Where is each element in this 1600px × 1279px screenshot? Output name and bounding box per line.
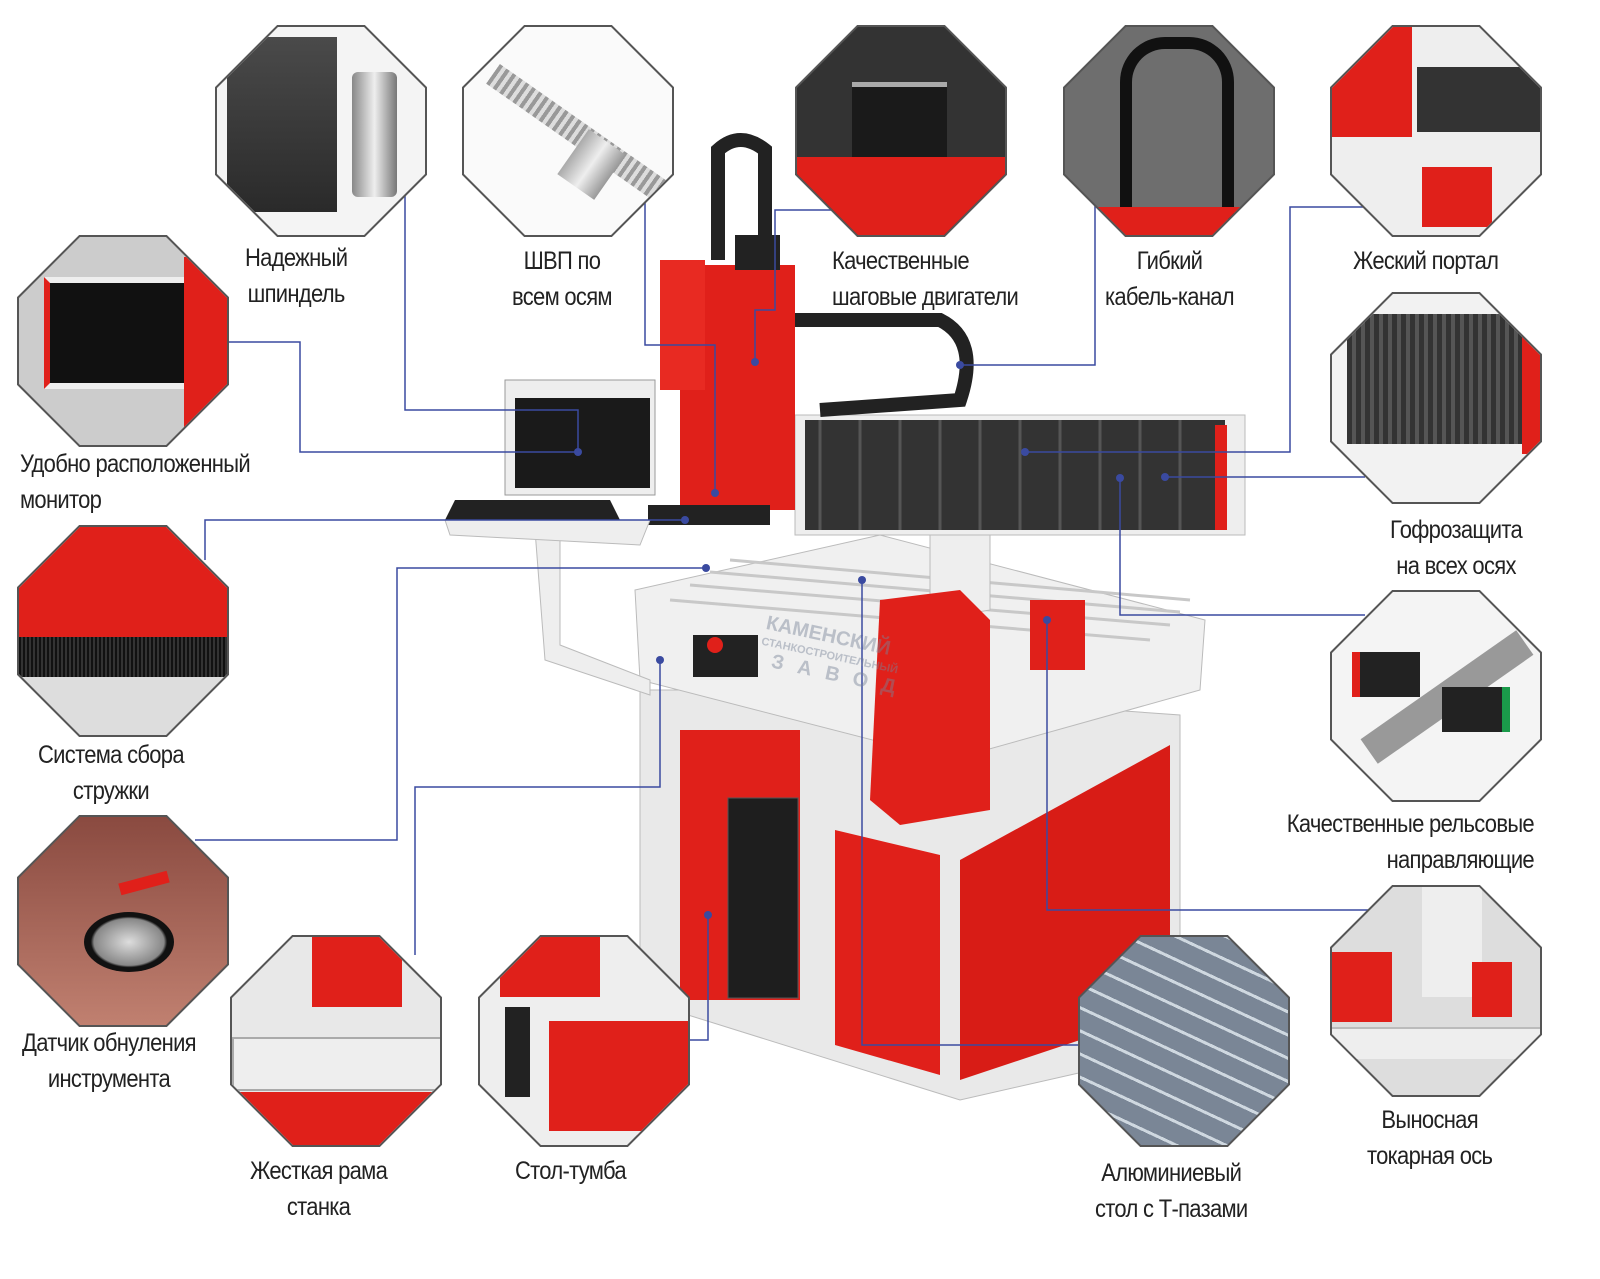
thumb-table [1078,935,1290,1147]
connector-stand [688,915,709,1041]
connector-cable [960,205,1096,366]
cable-chain-icon [1120,37,1234,219]
thumb-stand [478,935,690,1147]
pc-tower [727,797,799,999]
thumb-chip [17,525,229,737]
thumb-frame [230,935,442,1147]
connector-sensor [195,567,706,841]
label-portal: Жеский портал [1353,247,1499,275]
monitor-icon [44,277,206,389]
spindle-motor-icon [352,72,397,197]
connector-chip [204,519,685,560]
thumb-sensor [17,815,229,1027]
connector-table [861,580,1078,1046]
connector-rails [1119,478,1365,616]
inverter-icon [227,37,337,212]
emergency-stop-box [693,635,758,677]
tool-sensor-icon [84,912,174,972]
keyboard [445,500,620,520]
connector-monitor [225,341,578,453]
frame-icon [232,1037,440,1091]
cable-chain [780,313,974,417]
connector-steppers [754,209,835,362]
thumb-monitor [17,235,229,447]
lathe-chuck-icon [1332,952,1392,1022]
connector-ballscrew [644,195,716,493]
thumb-spindle [215,25,427,237]
thumb-ballscrew [462,25,674,237]
portal-icon [1422,167,1492,227]
thumb-rails [1330,590,1542,802]
connector-spindle [404,195,579,452]
connector-frame [414,660,661,955]
thumb-cable [1063,25,1275,237]
z-motor [735,235,780,270]
connector-lathe [1046,620,1390,911]
thumb-portal [1330,25,1542,237]
bellows-icon [1347,314,1527,444]
brush-icon [19,637,227,677]
label-stand: Стол-тумба [515,1157,627,1185]
lathe-housing [870,590,990,825]
thumb-steppers [795,25,1007,237]
thumb-lathe [1330,885,1542,1097]
pc-tower-icon [505,1007,530,1097]
connector-portal [1025,206,1365,453]
thumb-bellows [1330,292,1542,504]
